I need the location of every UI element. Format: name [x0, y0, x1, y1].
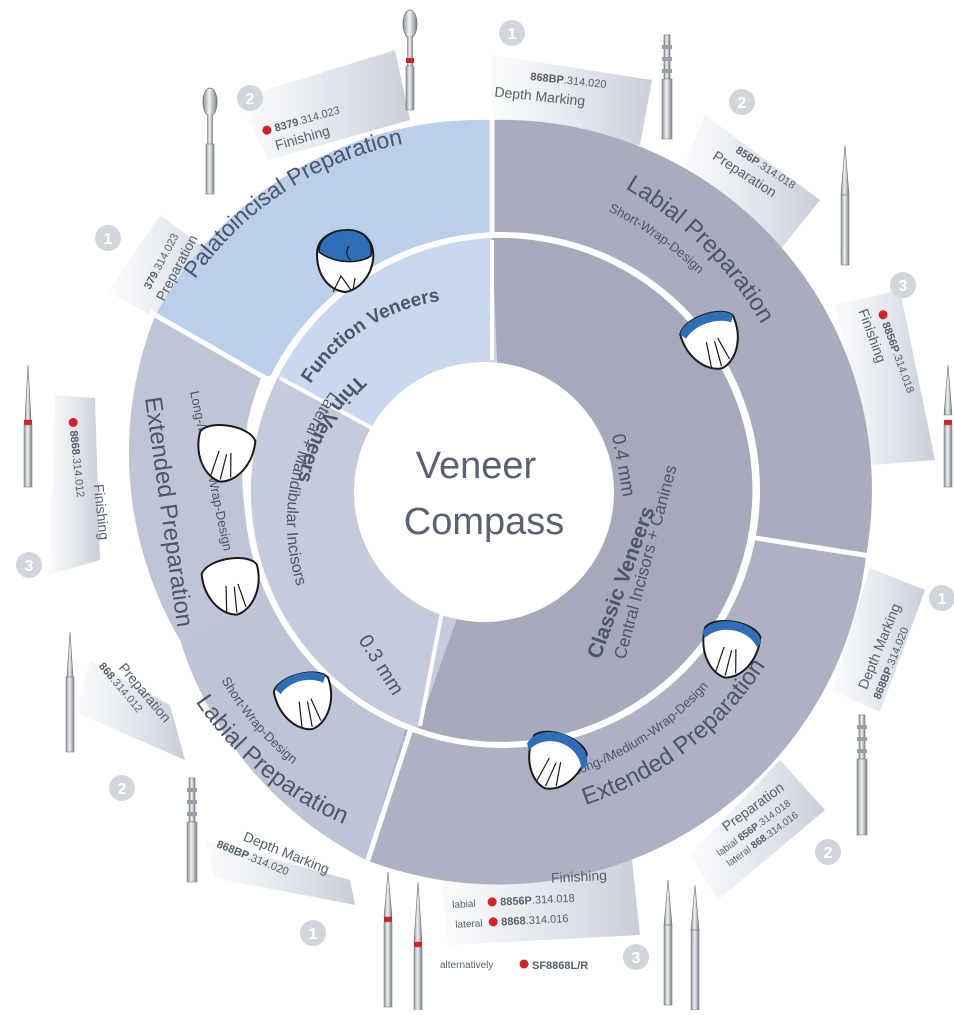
step-number-badge: 2: [729, 89, 755, 115]
center-disk: [354, 362, 614, 622]
step-number-badge: 1: [300, 920, 326, 946]
svg-text:SF8868L/R: SF8868L/R: [532, 960, 588, 972]
step-number-badge: 3: [890, 272, 916, 298]
step-thin-finish: 8868.314.012 Finishing: [67, 417, 113, 541]
finishing-dot-icon: [488, 917, 498, 927]
step-number-badge: 3: [16, 552, 42, 578]
bur-icon-ext-prep-2: [690, 884, 700, 1011]
svg-text:Finishing: Finishing: [91, 483, 113, 540]
band-thin-finish: [48, 395, 100, 575]
bur-icon-palato-prep: [202, 87, 218, 195]
step-number-badge: 1: [929, 585, 954, 611]
svg-text:1: 1: [508, 26, 517, 43]
finishing-dot-icon: [878, 310, 888, 320]
bur-icon-thin-depth: [186, 777, 198, 883]
finishing-dot-icon: [262, 125, 272, 135]
svg-text:2: 2: [738, 95, 747, 112]
bur-icon-classic-finish: [943, 364, 953, 488]
step-number-badges: 1 2 1 2 3 1 2 3 1 2 3: [16, 20, 954, 970]
center-title-line2: Compass: [404, 501, 565, 543]
svg-text:8856P.314.018: 8856P.314.018: [500, 893, 575, 909]
band-ext-depth: [832, 568, 925, 712]
tooth-icon-labial-left: [272, 671, 332, 731]
step-number-badge: 1: [95, 225, 121, 251]
band-palato-finish: [240, 50, 410, 160]
svg-text:1: 1: [309, 926, 318, 943]
step-number-badge: 1: [499, 20, 525, 46]
svg-text:2: 2: [824, 845, 833, 862]
bur-icon-ext-finish-2: [413, 881, 423, 1015]
bur-icon-ext-prep-1: [663, 879, 673, 1006]
finishing-dot-icon: [68, 417, 78, 427]
bur-icon-classic-prep: [840, 144, 850, 266]
bur-icon-palato-finish: [402, 9, 418, 111]
svg-text:lateral: lateral: [455, 918, 483, 930]
finishing-dot-icon: [519, 959, 529, 969]
band-classic-finish: [835, 290, 935, 465]
bur-icon-ext-finish-1: [383, 871, 393, 1008]
tooth-icon-palatoincisal: [315, 228, 375, 294]
step-number-badge: 2: [815, 839, 841, 865]
sector-labial-right: [492, 119, 872, 556]
bur-icon-thin-prep: [65, 631, 75, 753]
tooth-icon-extended-left-1: [197, 424, 257, 483]
svg-text:2: 2: [118, 781, 127, 798]
step-ext-finish: Finishing labial 8856P.314.018 lateral 8…: [452, 867, 608, 931]
step-number-badge: 3: [623, 944, 649, 970]
finishing-dot-icon: [487, 897, 497, 907]
svg-text:1: 1: [938, 591, 947, 608]
band-ext-prep: [690, 760, 825, 900]
step-number-badge: 2: [237, 85, 263, 111]
step-ext-finish-alt: alternatively SF8868L/R: [440, 959, 588, 972]
band-thin-depth: [205, 840, 355, 905]
bur-icon-thin-finish: [23, 364, 33, 488]
svg-text:8868.314.012: 8868.314.012: [67, 430, 86, 498]
svg-text:2: 2: [246, 91, 255, 108]
band-classic-prep: [680, 115, 820, 250]
inner-ring: [244, 232, 760, 748]
svg-text:3: 3: [25, 558, 34, 575]
step-number-badge: 2: [109, 775, 135, 801]
bur-icons: [23, 9, 953, 1015]
band-thin-prep: [75, 660, 185, 760]
tooth-icon-extended-right-2: [526, 730, 588, 790]
svg-text:3: 3: [899, 278, 908, 295]
svg-text:8868.314.016: 8868.314.016: [501, 913, 569, 929]
svg-text:3: 3: [632, 950, 641, 967]
tooth-icon-extended-right: [702, 620, 762, 679]
svg-text:1: 1: [104, 231, 113, 248]
svg-text:Finishing: Finishing: [551, 867, 608, 886]
bur-icon-ext-depth: [856, 714, 868, 836]
bur-icon-classic-depth: [661, 34, 673, 140]
center-title-line1: Veneer: [416, 445, 537, 487]
tooth-icons: [197, 228, 762, 790]
svg-text:labial: labial: [452, 899, 476, 911]
tooth-icon-labial-right: [679, 310, 739, 370]
svg-text:868BP.314.020: 868BP.314.020: [530, 71, 607, 91]
svg-text:alternatively: alternatively: [440, 960, 493, 971]
tooth-icon-extended-left-2: [200, 557, 260, 616]
